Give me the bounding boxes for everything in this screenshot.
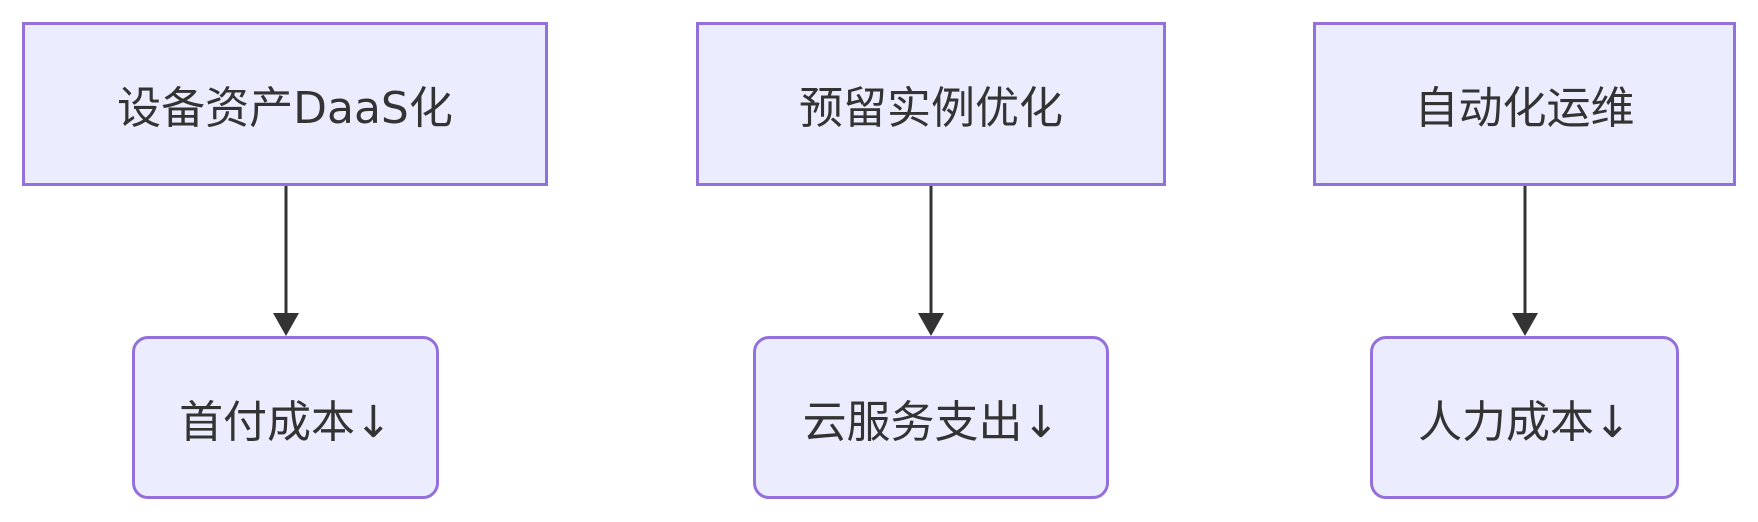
arrowhead-icon: [273, 313, 299, 336]
node-labor-cost-down[interactable]: 人力成本↓: [1370, 336, 1679, 499]
node-label: 首付成本↓: [179, 396, 392, 448]
node-automated-ops[interactable]: 自动化运维: [1313, 22, 1736, 186]
node-label: 人力成本↓: [1418, 396, 1631, 448]
node-reserved-instance-optimization[interactable]: 预留实例优化: [696, 22, 1166, 186]
arrowhead-icon: [1512, 313, 1538, 336]
node-cloud-spend-down[interactable]: 云服务支出↓: [753, 336, 1109, 499]
node-label: 自动化运维: [1414, 83, 1635, 134]
node-label: 云服务支出↓: [802, 396, 1060, 448]
node-label: 设备资产DaaS化: [117, 83, 453, 134]
edge-c-to-d: [918, 186, 944, 336]
edge-e-to-f: [1512, 186, 1538, 336]
edge-a-to-b: [273, 186, 299, 336]
node-label: 预留实例优化: [799, 83, 1063, 134]
arrowhead-icon: [918, 313, 944, 336]
node-upfront-cost-down[interactable]: 首付成本↓: [132, 336, 439, 499]
node-device-asset-daas[interactable]: 设备资产DaaS化: [22, 22, 548, 186]
